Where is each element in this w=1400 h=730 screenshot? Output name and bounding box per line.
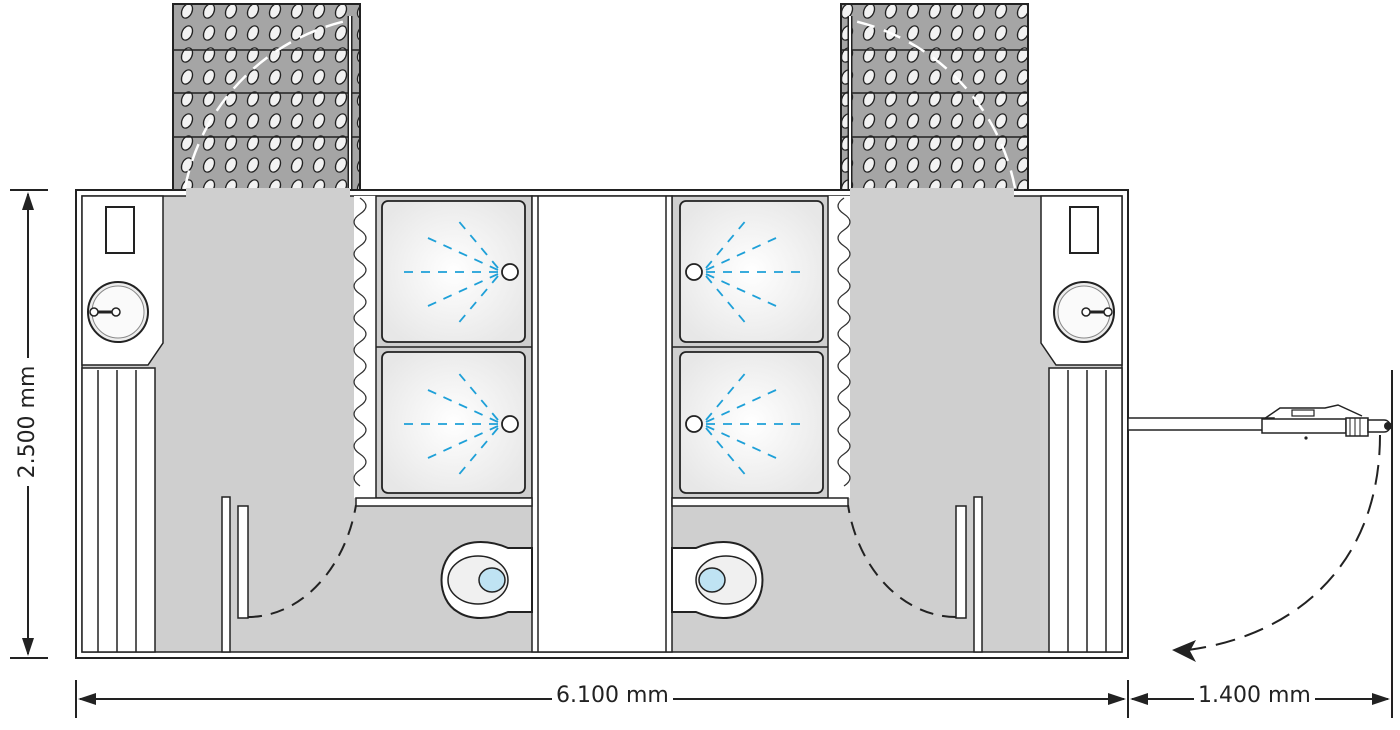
washbasin-icon [87, 281, 149, 343]
shower-head-icon [404, 217, 499, 327]
entrance-steps-right [840, 3, 1029, 191]
drawbar-dimension-label: 1.400 mm [1194, 683, 1315, 709]
drawbar-swing [1172, 434, 1381, 662]
mirror-icon [1069, 206, 1099, 254]
dimension-arrows [22, 192, 1390, 705]
vanity-right [1040, 195, 1123, 366]
mirror-icon [105, 206, 135, 254]
shower-curtain-right [828, 196, 851, 498]
interior-door-right [847, 496, 983, 653]
door-swing-icon [183, 18, 351, 189]
entrance-steps-left [172, 3, 361, 191]
technical-room [531, 195, 673, 653]
lockers-left [81, 367, 156, 653]
shower-right-bottom [679, 351, 824, 494]
door-swing-icon [847, 504, 957, 618]
interior-door-left [221, 496, 357, 653]
washbasin-icon [1053, 281, 1115, 343]
height-dimension-label: 2.500 mm [15, 358, 41, 486]
shower-left-top [381, 200, 526, 343]
door-swing-icon [247, 504, 357, 618]
drawbar [1127, 404, 1392, 440]
shower-head-icon [705, 369, 800, 479]
toilet-partitions [355, 497, 849, 507]
shower-left-bottom [381, 351, 526, 494]
toilet-icon [671, 541, 764, 619]
door-swing-icon [849, 18, 1017, 189]
vanity-left [81, 195, 164, 366]
shower-head-icon [404, 369, 499, 479]
lockers-right [1048, 367, 1123, 653]
shower-curtain-left [353, 196, 376, 498]
toilet-icon [440, 541, 533, 619]
shower-right-top [679, 200, 824, 343]
shower-head-icon [705, 217, 800, 327]
width-dimension-label: 6.100 mm [552, 683, 673, 709]
